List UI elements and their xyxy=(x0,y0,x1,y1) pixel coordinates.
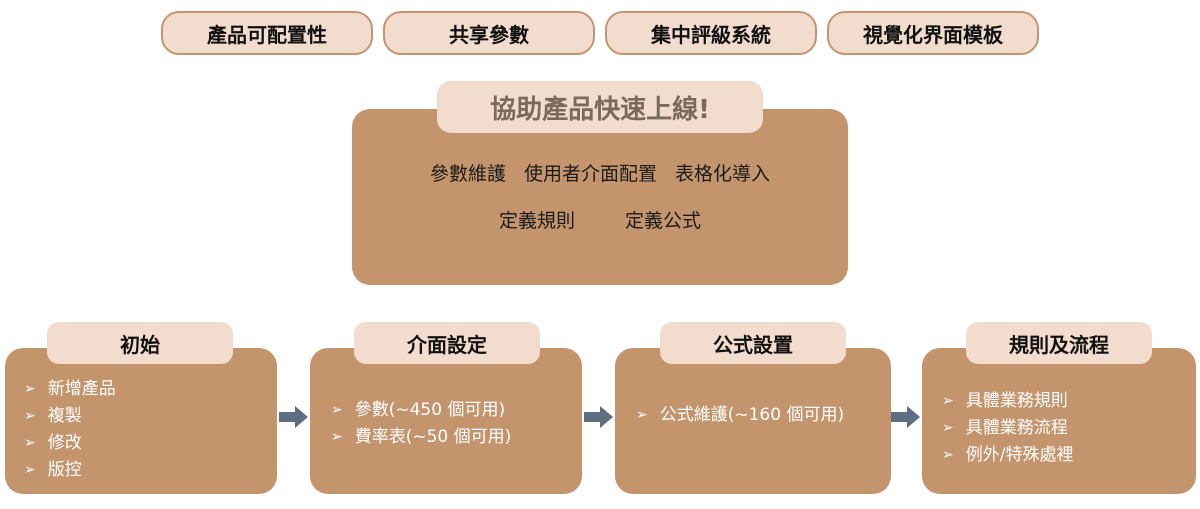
bullet-arrow-icon: ➢ xyxy=(942,447,954,463)
step-box-formula xyxy=(615,348,891,494)
tag-shared-parameters: 共享參數 xyxy=(383,11,595,55)
bullet-arrow-icon: ➢ xyxy=(942,420,954,436)
step-title-formula: 公式設置 xyxy=(660,322,846,364)
bullet-arrow-icon: ➢ xyxy=(24,408,36,424)
step-box-init xyxy=(5,348,277,494)
flow-arrow-icon xyxy=(584,406,613,428)
feature-define-formulas: 定義公式 xyxy=(625,210,702,232)
bullet-arrow-icon: ➢ xyxy=(331,402,343,418)
flow-arrow-icon xyxy=(279,406,308,428)
step-list-interface: ➢參數(~450 個可用) ➢費率表(~50 個可用) xyxy=(331,397,511,451)
list-item: ➢例外/特殊處裡 xyxy=(942,442,1073,469)
list-item: ➢版控 xyxy=(24,457,116,484)
list-item: ➢複製 xyxy=(24,403,116,430)
list-item: ➢具體業務規則 xyxy=(942,388,1073,415)
list-item: ➢修改 xyxy=(24,430,116,457)
tag-central-rating-system: 集中評級系統 xyxy=(605,11,817,55)
center-features: 參數維護 使用者介面配置 表格化導入 定義規則 定義公式 xyxy=(352,160,848,236)
bullet-arrow-icon: ➢ xyxy=(24,381,36,397)
step-box-rules xyxy=(922,348,1196,494)
step-list-init: ➢新增產品 ➢複製 ➢修改 ➢版控 xyxy=(24,376,116,484)
list-item: ➢參數(~450 個可用) xyxy=(331,397,511,424)
list-item: ➢費率表(~50 個可用) xyxy=(331,424,511,451)
bullet-arrow-icon: ➢ xyxy=(636,407,648,423)
bullet-arrow-icon: ➢ xyxy=(24,462,36,478)
bullet-arrow-icon: ➢ xyxy=(24,435,36,451)
tag-visual-interface-template: 視覺化界面模板 xyxy=(827,11,1039,55)
list-item: ➢具體業務流程 xyxy=(942,415,1073,442)
feature-define-rules: 定義規則 xyxy=(498,210,575,232)
center-title: 協助產品快速上線! xyxy=(437,81,763,133)
tag-product-configurability: 產品可配置性 xyxy=(161,11,373,55)
step-title-init: 初始 xyxy=(47,322,233,364)
feature-parameter-maintenance: 參數維護 xyxy=(429,163,506,185)
step-box-interface xyxy=(310,348,582,494)
flow-arrow-icon xyxy=(891,406,920,428)
center-box xyxy=(352,109,848,285)
list-item: ➢公式維護(~160 個可用) xyxy=(636,402,844,429)
bullet-arrow-icon: ➢ xyxy=(331,429,343,445)
step-title-interface: 介面設定 xyxy=(354,322,540,364)
bullet-arrow-icon: ➢ xyxy=(942,393,954,409)
feature-ui-configuration: 使用者介面配置 xyxy=(523,163,657,185)
step-list-rules: ➢具體業務規則 ➢具體業務流程 ➢例外/特殊處裡 xyxy=(942,388,1073,469)
step-list-formula: ➢公式維護(~160 個可用) xyxy=(636,402,844,429)
step-title-rules: 規則及流程 xyxy=(966,322,1152,364)
feature-table-import: 表格化導入 xyxy=(675,163,771,185)
list-item: ➢新增產品 xyxy=(24,376,116,403)
